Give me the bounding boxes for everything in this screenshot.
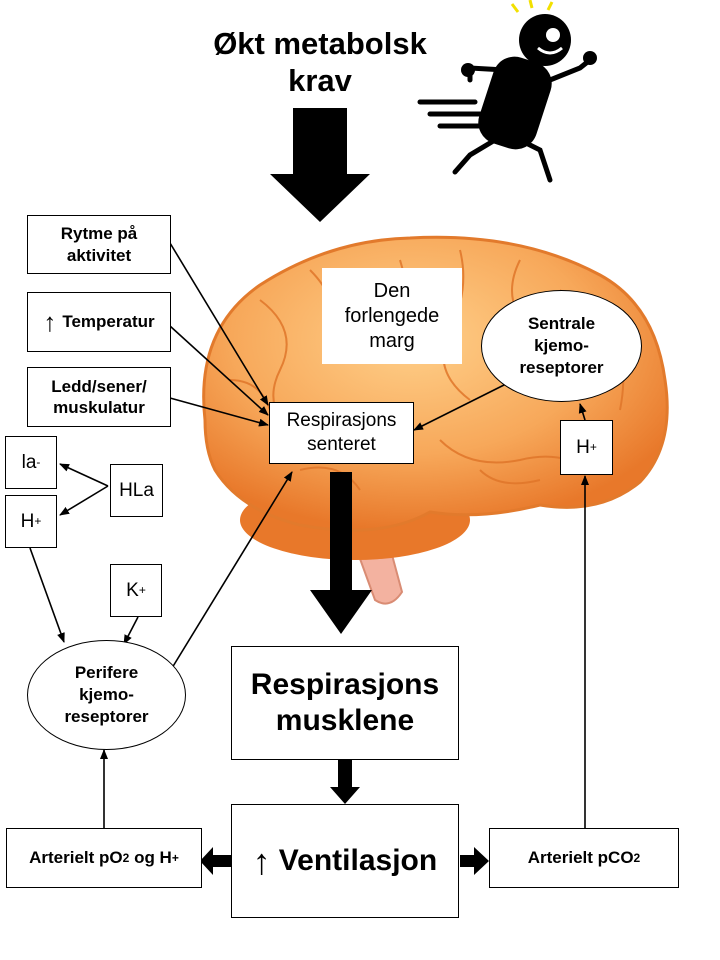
medulla-line3: marg	[369, 329, 415, 352]
joints-line1: Ledd/sener/	[51, 376, 147, 396]
medulla-line1: Den	[373, 279, 411, 302]
peripheral-line1: Perifere	[74, 662, 139, 682]
arrow-joints-to-center	[169, 397, 269, 427]
arrow-h-to-central	[578, 403, 587, 421]
h-right-sup: +	[589, 440, 597, 454]
ventilation-label: Ventilasjon	[278, 844, 438, 878]
arrow-muscles-to-ventilation	[330, 760, 360, 804]
medulla-label: Den forlengede marg	[322, 268, 462, 364]
pco2-part1: Arterielt pCO	[527, 848, 634, 868]
joints-line2: muskulatur	[53, 398, 145, 417]
arrow-hla-to-h	[59, 485, 109, 516]
rhythm-line2: aktivitet	[66, 245, 132, 265]
k-sup: +	[138, 583, 146, 597]
arrow-k-to-peripheral	[123, 616, 139, 645]
temperature-label: Temperatur	[62, 312, 155, 332]
k-base: K	[126, 579, 139, 601]
la-sup: -	[36, 455, 41, 469]
la-ion-box: la-	[5, 436, 57, 489]
title-line1: Økt metabolsk	[213, 26, 427, 61]
arrow-hla-to-la	[59, 463, 109, 487]
respiratory-center-box: Respirasjons senteret	[269, 402, 414, 464]
ventilation-box: ↑ Ventilasjon	[231, 804, 459, 918]
running-figure-icon	[417, 0, 597, 183]
central-line3: reseptorer	[519, 358, 604, 378]
central-line1: Sentrale	[527, 313, 596, 333]
rhythm-line1: Rytme på	[60, 224, 138, 244]
po2-part2: og H	[129, 848, 172, 868]
arrow-ventilation-to-po2	[200, 847, 232, 875]
big-down-arrow-center	[310, 472, 372, 634]
arrow-ventilation-to-pco2	[460, 847, 489, 875]
po2-sup: +	[171, 850, 179, 865]
arrow-temperature-to-center	[169, 325, 269, 416]
h-ion-left-box: H+	[5, 495, 57, 548]
temperature-box: ↑ Temperatur	[27, 292, 171, 352]
big-down-arrow-title	[270, 108, 370, 222]
po2-part1: Arterielt pO	[29, 848, 123, 868]
arrow-rhythm-to-center	[169, 242, 269, 406]
po2-sub: 2	[122, 850, 130, 865]
title-line2: krav	[288, 63, 352, 99]
rhythm-box: Rytme på aktivitet	[27, 215, 171, 274]
arrow-central-to-center	[413, 382, 509, 431]
respiratory-center-line1: Respirasjons	[286, 410, 397, 432]
medulla-line2: forlengede	[344, 304, 440, 327]
arrow-h-to-peripheral	[29, 547, 65, 643]
arrow-peripheral-to-center	[171, 471, 293, 669]
respiratory-muscles-line2: musklene	[275, 704, 415, 737]
central-chemoreceptors: Sentrale kjemo- reseptorer	[481, 290, 642, 402]
up-arrow-icon: ↑	[43, 306, 57, 337]
peripheral-line3: reseptorer	[64, 707, 149, 727]
joints-box: Ledd/sener/ muskulatur	[27, 367, 171, 427]
hla-label: HLa	[119, 479, 154, 501]
la-base: la	[21, 451, 37, 473]
central-line2: kjemo-	[534, 335, 589, 355]
respiratory-muscles-box: Respirasjons musklene	[231, 646, 459, 760]
peripheral-line2: kjemo-	[79, 684, 134, 704]
h-ion-right-box: H+	[560, 420, 613, 475]
up-arrow-icon: ↑	[252, 840, 271, 882]
h-left-sup: +	[34, 514, 42, 528]
hla-box: HLa	[110, 464, 163, 517]
pco2-sub: 2	[633, 850, 641, 865]
respiratory-center-line2: senteret	[307, 434, 376, 455]
h-left-base: H	[20, 510, 35, 532]
k-ion-box: K+	[110, 564, 162, 617]
h-right-base: H	[576, 436, 590, 458]
peripheral-chemoreceptors: Perifere kjemo- reseptorer	[27, 640, 186, 750]
title-metabolic-demand: Økt metabolsk krav	[195, 25, 445, 99]
respiratory-muscles-line1: Respirasjons	[250, 668, 440, 701]
